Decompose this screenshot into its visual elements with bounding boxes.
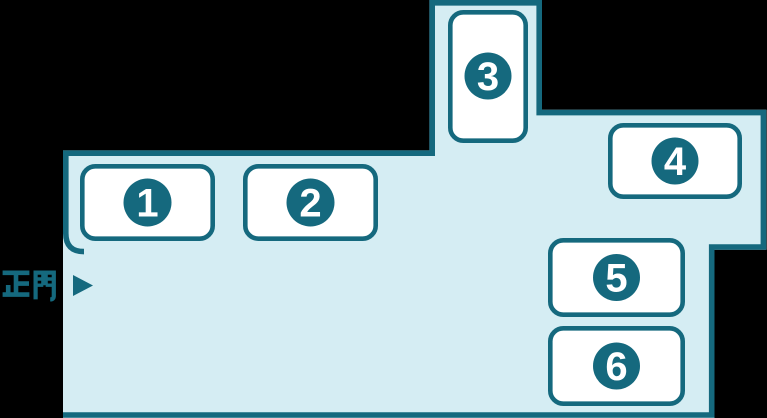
building-box-6: 6 xyxy=(547,325,685,406)
glyph-sei xyxy=(2,270,30,297)
building-number-label: 2 xyxy=(299,182,321,226)
building-number-label: 1 xyxy=(136,182,158,226)
building-number-badge xyxy=(464,52,512,100)
building-number-badge xyxy=(123,178,172,227)
building-number-badge xyxy=(651,137,699,185)
building-box-1: 1 xyxy=(80,164,215,242)
building-box-3: 3 xyxy=(447,10,528,143)
main-gate-label-glyphs xyxy=(2,270,56,302)
building-box-5: 5 xyxy=(547,238,685,318)
building-box-2: 2 xyxy=(243,164,378,242)
gate-arrow-icon xyxy=(73,275,93,296)
site-outline xyxy=(63,0,767,418)
glyph-mon-inner xyxy=(35,277,54,287)
building-number-label: 3 xyxy=(477,55,499,99)
building-number-badge xyxy=(286,178,335,227)
building-number-label: 5 xyxy=(605,257,627,301)
building-number-badge xyxy=(593,342,640,390)
building-box-4: 4 xyxy=(607,123,742,200)
building-number-label: 4 xyxy=(664,140,687,184)
building-number-badge xyxy=(593,254,640,301)
building-number-label: 6 xyxy=(605,345,627,389)
